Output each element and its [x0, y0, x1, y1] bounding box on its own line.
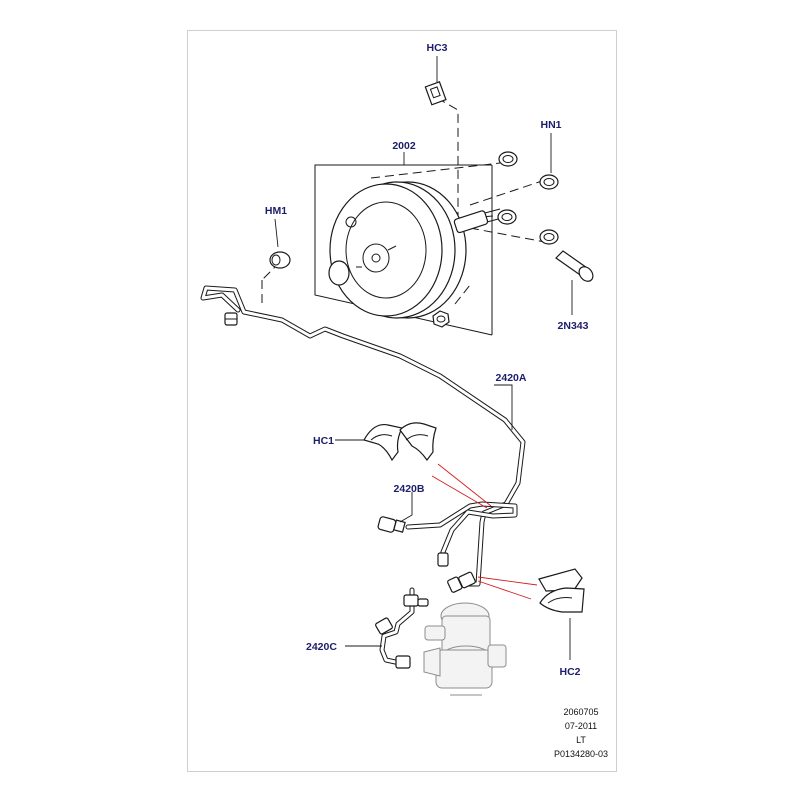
- red-indicator-lines: [431, 463, 538, 600]
- reference-line-2: 07-2011: [565, 721, 597, 731]
- callout-2420b: 2420B: [394, 483, 425, 495]
- 2n343-pin: [555, 250, 594, 282]
- reference-block: 2060705 07-2011 LT P0134280-03: [554, 707, 608, 759]
- hc3-clip: [424, 81, 447, 106]
- reference-line-4: P0134280-03: [554, 749, 608, 759]
- callout-hm1: HM1: [265, 205, 287, 217]
- callout-hn1: HN1: [540, 119, 561, 131]
- callout-hc3: HC3: [426, 42, 447, 54]
- o-ring-seal: [328, 260, 350, 286]
- callout-2420a: 2420A: [496, 372, 527, 384]
- vacuum-tube-2420a: [200, 285, 526, 587]
- hc2-clip: [538, 568, 585, 613]
- callout-2n343: 2N343: [558, 320, 589, 332]
- leader-lines: [274, 56, 573, 660]
- vacuum-pump: [423, 602, 507, 696]
- reference-line-3: LT: [576, 735, 586, 745]
- vacuum-tube-2420b: [377, 501, 518, 593]
- callout-hc2: HC2: [559, 666, 580, 678]
- booster-nut-middle: [497, 209, 517, 225]
- callout-2420c: 2420C: [306, 641, 337, 653]
- washer-nut: [539, 229, 559, 245]
- hn1-nut: [539, 174, 559, 190]
- vacuum-tube-2420c: [375, 587, 429, 669]
- reference-line-1: 2060705: [563, 707, 598, 717]
- parts-diagram-page: [187, 30, 617, 772]
- booster-nut-upper: [498, 151, 518, 167]
- brake-booster: [329, 181, 503, 319]
- callout-hc1: HC1: [313, 435, 334, 447]
- callout-2002: 2002: [392, 140, 416, 152]
- hm1-grommet: [269, 251, 291, 269]
- hc1-clip-pair: [363, 422, 437, 462]
- lower-nut: [432, 310, 450, 328]
